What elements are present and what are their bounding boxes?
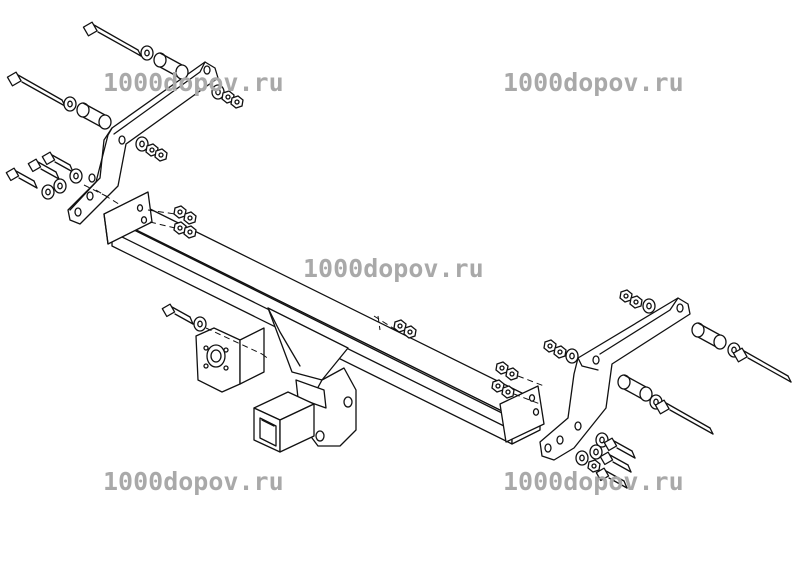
socket-mounting-plate [195, 327, 265, 393]
left-mounting-bracket [67, 61, 219, 225]
right-long-bolt-lower [617, 374, 714, 435]
right-mounting-bracket [539, 297, 691, 461]
left-nuts-middle [135, 136, 168, 162]
socket-bolt [161, 303, 207, 332]
right-nuts-upper [619, 289, 656, 314]
hitch-receiver-tube [253, 391, 315, 453]
right-long-bolt-upper [691, 322, 792, 383]
left-long-bolt-lower [6, 71, 112, 130]
right-short-bolts [575, 432, 636, 489]
right-end-plate [499, 385, 545, 443]
left-short-bolts [5, 151, 83, 200]
left-nuts-upper [211, 84, 244, 109]
left-long-bolt-upper [82, 21, 189, 80]
right-nuts-middle [543, 339, 579, 364]
